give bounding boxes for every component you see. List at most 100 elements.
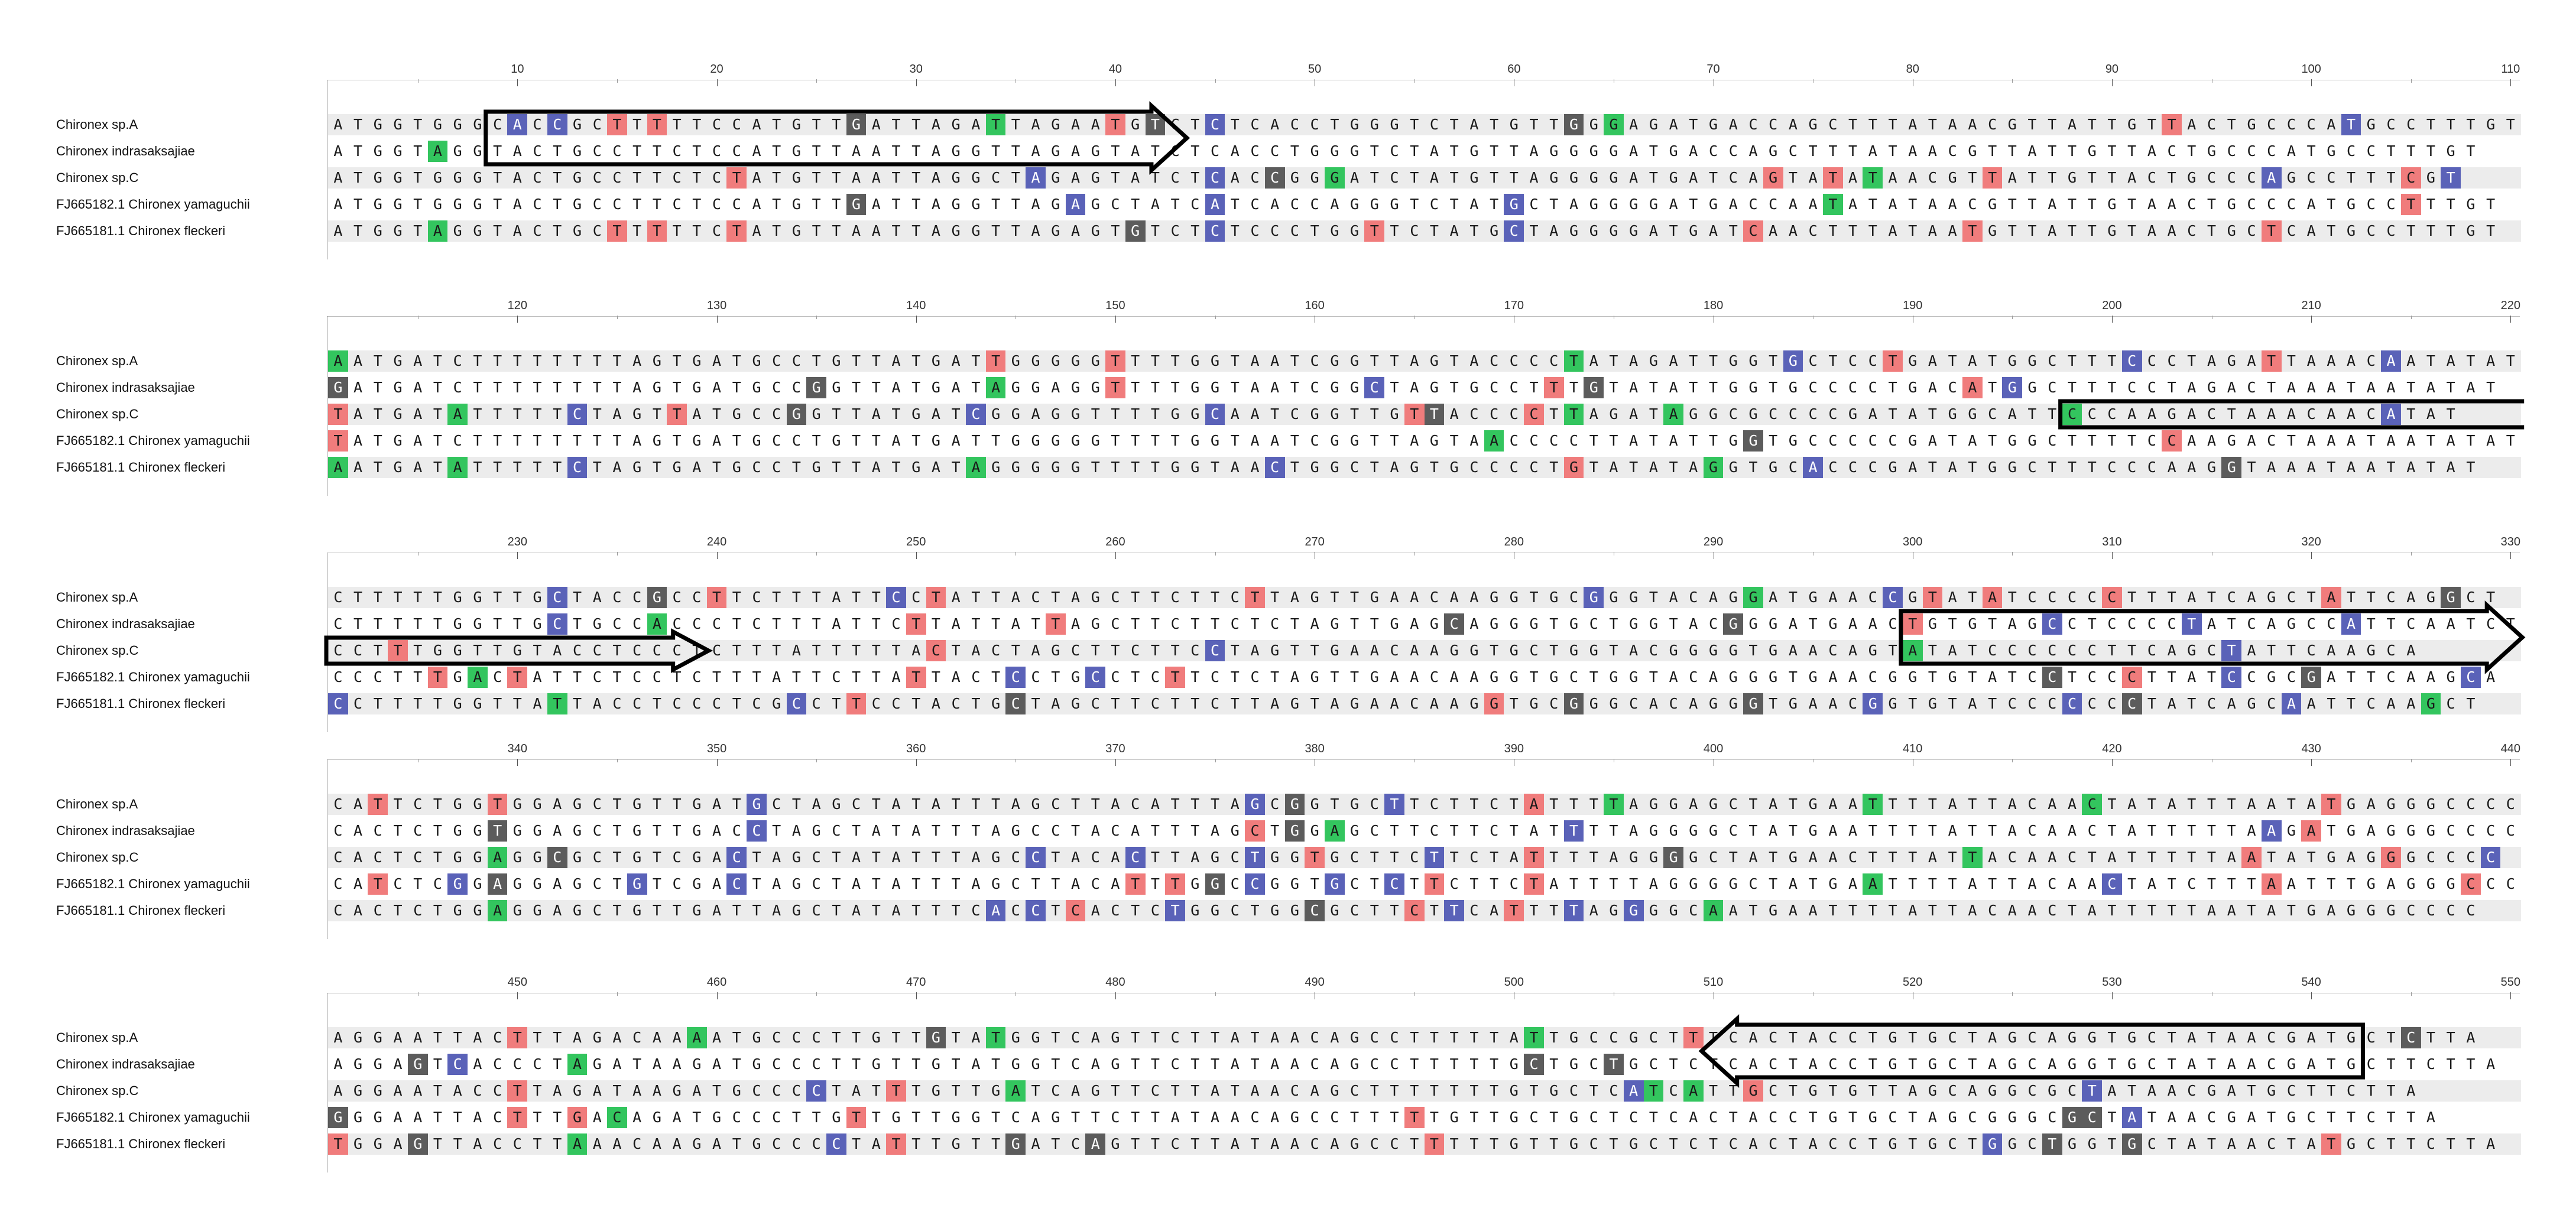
nucleotide-base: T: [632, 116, 642, 133]
nucleotide-base: T: [911, 196, 921, 213]
nucleotide-base: T: [2167, 169, 2176, 186]
nucleotide-base: T: [632, 169, 642, 186]
nucleotide-base: G: [393, 116, 403, 133]
nucleotide-base: T: [1190, 116, 1200, 133]
nucleotide-base: C: [1828, 116, 1838, 133]
nucleotide-base: G: [951, 142, 961, 160]
nucleotide-base: C: [2247, 169, 2256, 186]
nucleotide-base: A: [2327, 116, 2336, 133]
nucleotide-base: A: [507, 114, 528, 135]
nucleotide-base: A: [931, 116, 940, 133]
nucleotide-base: C: [592, 142, 602, 160]
nucleotide-base: T: [1788, 169, 1798, 186]
reverse-primer-arrow: [1698, 1014, 2365, 1088]
nucleotide-base: A: [852, 142, 861, 160]
nucleotide-base: C: [1250, 142, 1260, 160]
nucleotide-base: G: [1563, 114, 1584, 135]
nucleotide-base: C: [2147, 169, 2156, 186]
nucleotide-base: A: [1908, 142, 1918, 160]
nucleotide-base: G: [1051, 142, 1060, 160]
nucleotide-base: T: [1410, 142, 1419, 160]
nucleotide-base: G: [951, 116, 961, 133]
nucleotide-base: T: [1449, 116, 1459, 133]
nucleotide-base: G: [846, 114, 867, 135]
nucleotide-base: T: [632, 142, 642, 160]
nucleotide-base: T: [1823, 167, 1843, 189]
nucleotide-base: C: [1211, 142, 1220, 160]
nucleotide-base: A: [1529, 142, 1539, 160]
nucleotide-base: A: [512, 196, 522, 213]
nucleotide-base: G: [1649, 116, 1658, 133]
nucleotide-base: T: [1848, 116, 1858, 133]
nucleotide-base: T: [413, 142, 423, 160]
nucleotide-base: G: [2067, 169, 2077, 186]
nucleotide-base: C: [2227, 169, 2236, 186]
nucleotide-base: G: [1948, 169, 1957, 186]
nucleotide-base: T: [891, 116, 901, 133]
nucleotide-base: C: [2306, 116, 2316, 133]
nucleotide-base: A: [1669, 116, 1678, 133]
nucleotide-base: A: [2067, 116, 2077, 133]
nucleotide-base: T: [891, 196, 901, 213]
nucleotide-base: T: [891, 142, 901, 160]
nucleotide-base: C: [712, 142, 722, 160]
nucleotide-base: C: [1290, 116, 1299, 133]
nucleotide-base: G: [2486, 116, 2496, 133]
nucleotide-base: T: [2107, 116, 2117, 133]
nucleotide-base: T: [1370, 142, 1379, 160]
nucleotide-base: G: [1763, 167, 1783, 189]
position-label: 110: [2501, 63, 2520, 76]
nucleotide-base: T: [2426, 116, 2435, 133]
nucleotide-base: A: [512, 142, 522, 160]
nucleotide-base: A: [1150, 196, 1160, 213]
nucleotide-base: G: [2327, 142, 2336, 160]
nucleotide-base: T: [1105, 114, 1125, 135]
nucleotide-base: A: [1131, 142, 1140, 160]
nucleotide-base: T: [726, 167, 747, 189]
nucleotide-base: T: [1150, 169, 1160, 186]
nucleotide-base: G: [433, 169, 442, 186]
nucleotide-base: T: [911, 169, 921, 186]
nucleotide-base: G: [1370, 116, 1379, 133]
nucleotide-base: G: [473, 169, 482, 186]
ruler-tick: [2111, 79, 2113, 86]
nucleotide-base: T: [2466, 116, 2476, 133]
nucleotide-base: A: [871, 142, 881, 160]
nucleotide-base: A: [1270, 116, 1280, 133]
nucleotide-base: C: [2267, 116, 2276, 133]
nucleotide-base: C: [2207, 116, 2217, 133]
nucleotide-base: T: [1863, 167, 1883, 189]
nucleotide-base: T: [607, 114, 627, 135]
nucleotide-base: G: [1350, 116, 1360, 133]
nucleotide-base: T: [812, 196, 821, 213]
nucleotide-base: A: [871, 196, 881, 213]
nucleotide-base: G: [1330, 142, 1339, 160]
nucleotide-base: G: [1669, 142, 1678, 160]
nucleotide-base: T: [652, 196, 661, 213]
nucleotide-base: C: [612, 196, 622, 213]
nucleotide-base: T: [1868, 116, 1877, 133]
nucleotide-base: C: [1928, 169, 1937, 186]
nucleotide-base: G: [1469, 142, 1479, 160]
nucleotide-base: T: [1131, 196, 1140, 213]
nucleotide-base: T: [553, 169, 562, 186]
nucleotide-base: T: [493, 169, 502, 186]
nucleotide-base: C: [712, 169, 722, 186]
ruler-tick: [517, 79, 518, 86]
nucleotide-base: T: [1449, 142, 1459, 160]
nucleotide-base: G: [1509, 116, 1519, 133]
ruler-tick: [1215, 79, 1216, 83]
species-name: FJ665181.1 Chironex fleckeri: [56, 223, 226, 238]
nucleotide-base: T: [1649, 169, 1658, 186]
nucleotide-base: T: [2426, 142, 2435, 160]
nucleotide-base: T: [1230, 116, 1240, 133]
nucleotide-base: T: [692, 196, 702, 213]
nucleotide-base: T: [2087, 169, 2097, 186]
nucleotide-base: T: [2187, 142, 2197, 160]
nucleotide-base: C: [533, 116, 542, 133]
nucleotide-base: C: [1748, 116, 1758, 133]
nucleotide-base: T: [2067, 142, 2077, 160]
